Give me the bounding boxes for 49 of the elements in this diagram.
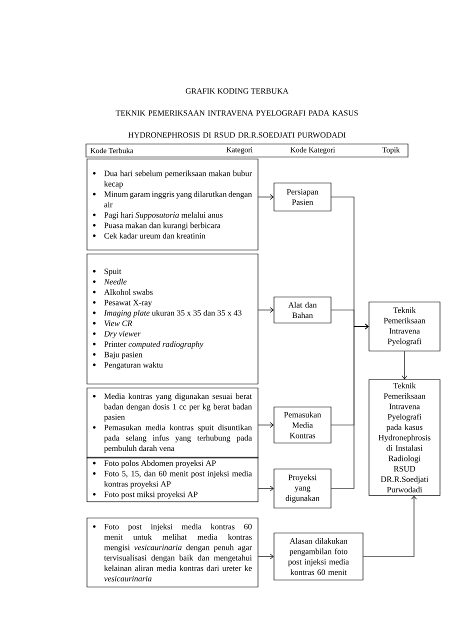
- list-item: Alkohol swabs: [104, 289, 153, 295]
- bullet-list-box: [86, 518, 258, 588]
- list-item: Spuit: [104, 268, 122, 276]
- list-item: Pesawat X-ray: [104, 300, 152, 307]
- list-item: Printer computed radiography: [104, 341, 204, 349]
- box-text: Pemasukan Media Kontras: [284, 412, 322, 438]
- list-item: Pagi hari Supposutoria melalui anus: [104, 212, 223, 220]
- bullet-list-box: [86, 388, 258, 458]
- box-text: Proyeksi yang digunakan: [286, 474, 320, 503]
- box-text: Persiapan Pasien: [286, 189, 318, 205]
- box-text: Teknik Pemeriksaan Intravena Pyelografi pada kasus Hydronephrosis di Instalasi Radiologi RSUD DR.R.Soedjati Purwodadi: [378, 382, 430, 492]
- list-item: Imaging plate ukuran 35 x 35 dan 35 x 43: [104, 310, 242, 318]
- category-box: [274, 468, 332, 508]
- list-item: Foto polos Abdomen proyeksi AP: [104, 460, 216, 468]
- topic-box: [368, 302, 440, 352]
- subtitle: TEKNIK PEMERIKSAAN INTRAVENA PYELOGRAFI PADA KASUS HYDRONEPHROSIS DI RSUD DR.R.SOEDJATI PURWODADI: [116, 110, 358, 138]
- list-item: Dua hari sebelum pemeriksaan makan bubur kecap: [104, 170, 252, 188]
- list-item: Needle: [104, 278, 127, 285]
- list-item: Foto 5, 15, dan 60 menit post injeksi media kontras proyeksi AP: [104, 470, 252, 488]
- topic-box: [368, 379, 440, 496]
- arrow: [258, 486, 274, 492]
- list-item: View CR: [104, 320, 132, 326]
- title: GRAFIK KODING TERBUKA: [186, 88, 288, 94]
- box-text: Alasan dilakukan pengambilan foto post injeksi media kontras 60 menit: [288, 538, 349, 575]
- bullet-list-box: [86, 254, 258, 384]
- arrow: [258, 554, 274, 560]
- list-item: Pengaturan waktu: [104, 362, 163, 370]
- box-text: Alat dan Bahan: [288, 302, 317, 318]
- list-item: Dry viewer: [104, 331, 141, 338]
- list-item: Media kontras yang digunakan sesuai berat badan dengan dosis 1 cc per kg berat badan pasien: [104, 393, 252, 422]
- list-item: Puasa makan dan kurangi berbicara: [104, 222, 220, 230]
- arrow: [258, 307, 274, 313]
- bullet-list-box: [86, 456, 258, 502]
- arrow: [258, 422, 274, 428]
- arrow: [402, 351, 408, 380]
- arrow: [363, 496, 417, 557]
- box-text: Teknik Pemeriksaan Intravena Pyelografi: [384, 307, 426, 346]
- category-box: [274, 296, 332, 324]
- category-box: [274, 532, 364, 580]
- list-item: Pemasukan media kontras spuit disuntikan pada selang infus yang terhubung pada pembuluh darah vena: [104, 424, 252, 453]
- category-box: [274, 406, 332, 444]
- arrow: [258, 194, 274, 200]
- list-item: Foto post injeksi media kontras 60 menit untuk melihat media kontras mengisi vesicaurinaria dengan penuh agar tervisualisasi dengan baik dan mengetahui kelainan aliran media kontras dari ureter ke vesicaurinaria: [104, 524, 252, 582]
- list-item: Cek kadar ureum dan kreatinin: [104, 232, 206, 239]
- category-box: [274, 182, 332, 212]
- list-item: Baju pasien: [104, 352, 142, 359]
- list-item: Foto post miksi proyeksi AP: [104, 491, 198, 499]
- arrow: [331, 324, 369, 489]
- bullet-list-box: [86, 158, 258, 250]
